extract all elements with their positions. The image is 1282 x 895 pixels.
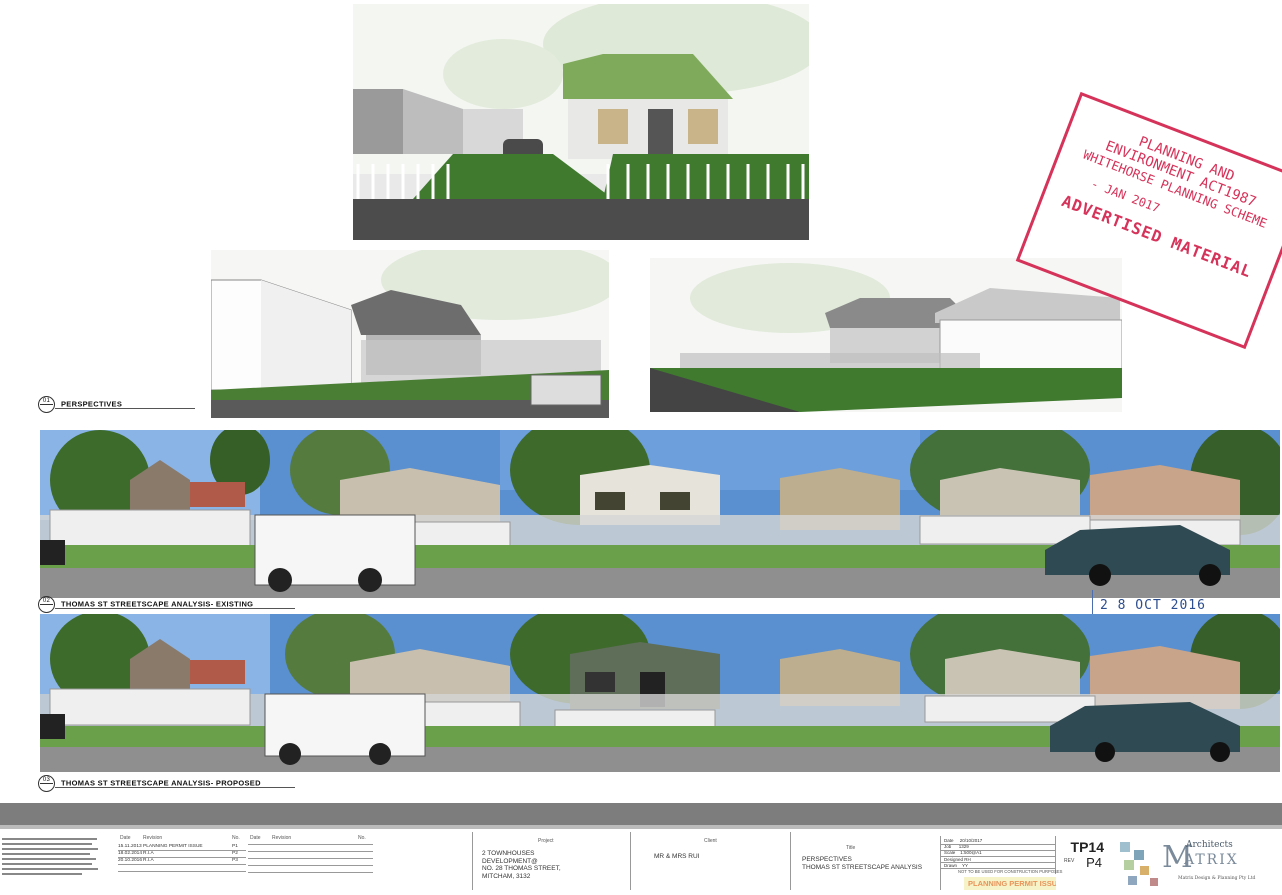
info-key: Scale <box>944 850 956 856</box>
info-key: Designed <box>944 856 964 862</box>
sheet-border-bar <box>0 803 1282 825</box>
caption-label: THOMAS ST STREETSCAPE ANALYSIS- EXISTING <box>61 599 254 609</box>
drawing-title-line: PERSPECTIVES <box>802 856 852 863</box>
info-key: Date <box>944 838 954 843</box>
general-notes <box>2 835 102 878</box>
info-row-rule <box>940 844 1055 845</box>
company-fullname: Matrix Design & Planning Pty Ltd <box>1178 876 1256 881</box>
drawing-number: TP14 <box>1070 839 1104 855</box>
revision-header-date: Date <box>120 835 131 841</box>
permit-issue-badge: PLANNING PERMIT ISSUE <box>964 877 1056 890</box>
rev-label: REV <box>1064 858 1075 864</box>
company-name-architects: Architects <box>1186 840 1233 850</box>
perspective-render-front <box>353 4 809 240</box>
permit-issue-text: PLANNING PERMIT ISSUE <box>968 879 1056 888</box>
info-key: Drawn <box>944 862 958 868</box>
info-value: RH <box>964 856 971 862</box>
title-block-divider <box>940 836 941 890</box>
revision-header-no: No. <box>358 835 366 841</box>
revision-number: P2 <box>232 851 238 856</box>
revision-number: P3 <box>232 858 238 863</box>
company-logo: M Architects ATRIX Matrix Design & Plann… <box>1116 836 1255 890</box>
title-block-divider <box>790 832 791 890</box>
streetscape-proposed-photo <box>40 614 1280 772</box>
perspective-render-left <box>211 250 609 418</box>
client-label: Client <box>704 838 717 844</box>
title-block-divider <box>630 832 631 890</box>
revision-header-date: Date <box>250 835 261 841</box>
caption-underline <box>55 787 295 788</box>
received-date-stamp: 2 8 OCT 2016 <box>1100 598 1206 613</box>
info-row-rule <box>940 868 1055 869</box>
project-line: 2 TOWNHOUSES <box>482 850 535 857</box>
revision-row-rule <box>118 850 246 851</box>
revision-row-rule <box>248 844 373 845</box>
date-stamp-border <box>1092 590 1093 626</box>
revision-row-rule <box>248 865 373 866</box>
revision-date: 15.11.2013 <box>118 844 142 849</box>
revision-description: R.I.A <box>143 858 154 863</box>
sheet-border-bar-light <box>0 825 1282 829</box>
info-row-rule <box>940 862 1055 863</box>
revision-row-rule <box>118 857 246 858</box>
project-line: DEVELOPMENT@ <box>482 857 538 865</box>
info-value: 1329 <box>958 844 969 850</box>
caption-label: THOMAS ST STREETSCAPE ANALYSIS- PROPOSED <box>61 778 261 788</box>
info-row-rule <box>940 850 1055 851</box>
project-line: NO. 28 THOMAS STREET, <box>482 865 561 872</box>
caption-proposed: 03 THOMAS ST STREETSCAPE ANALYSIS- PROPOS… <box>38 775 261 792</box>
revision-code: P4 <box>1086 855 1102 870</box>
project-address: 2 TOWNHOUSES DEVELOPMENT@ NO. 28 THOMAS … <box>482 850 561 880</box>
project-line: MITCHAM, 3132 <box>482 872 531 880</box>
revision-row-rule <box>118 871 246 872</box>
drawing-info: Date 20/10/2017 Job 1329 Scale 1:500@A1 … <box>944 838 982 869</box>
revision-number: P1 <box>232 844 238 849</box>
revision-description: PLANNING PERMIT ISSUE <box>143 844 203 849</box>
caption-underline <box>55 608 295 609</box>
revision-row-rule <box>248 858 373 859</box>
drawing-title-line: THOMAS ST STREETSCAPE ANALYSIS <box>802 863 923 871</box>
info-row-rule <box>940 856 1055 857</box>
revision-row-rule <box>118 864 246 865</box>
drawing-number-badge: 01 <box>38 396 55 413</box>
revision-header-no: No. <box>232 835 240 841</box>
perspective-render-right <box>650 258 1122 412</box>
revision-header-revision: Revision <box>272 835 292 841</box>
revision-row-rule <box>248 851 373 852</box>
revision-date: 20.10.2016 <box>118 858 143 863</box>
drawing-number-box: TP14 REV P4 <box>1055 836 1108 874</box>
drawing-title: PERSPECTIVES THOMAS ST STREETSCAPE ANALY… <box>802 856 922 871</box>
streetscape-existing-photo <box>40 430 1280 598</box>
drawing-number-badge: 02 <box>38 596 55 613</box>
caption-label: PERSPECTIVES <box>61 399 123 409</box>
cubes-logo-icon <box>1120 842 1158 886</box>
revision-description: R.I.A <box>143 851 154 856</box>
revision-header-revision: Revision <box>143 835 163 841</box>
info-value: 1:500@A1 <box>960 850 982 856</box>
revision-date: 18.02.2014 <box>118 851 143 856</box>
project-label: Project <box>538 838 554 844</box>
caption-existing: 02 THOMAS ST STREETSCAPE ANALYSIS- EXISTI… <box>38 596 253 613</box>
title-label: Title <box>846 845 856 851</box>
revision-row-rule <box>248 872 373 873</box>
construction-warning: NOT TO BE USED FOR CONSTRUCTION PURPOSES <box>958 869 1063 874</box>
title-block-divider <box>472 832 473 890</box>
company-logo-word: ATRIX <box>1184 852 1239 868</box>
info-value: YY <box>962 862 969 868</box>
caption-underline <box>55 408 195 409</box>
client-name: MR & MRS RUI <box>654 853 700 860</box>
info-key: Job <box>944 844 952 850</box>
info-value: 20/10/2017 <box>959 838 983 843</box>
caption-perspectives: 01 PERSPECTIVES <box>38 396 122 413</box>
company-logo-letter: M <box>1162 840 1193 875</box>
drawing-number-badge: 03 <box>38 775 55 792</box>
